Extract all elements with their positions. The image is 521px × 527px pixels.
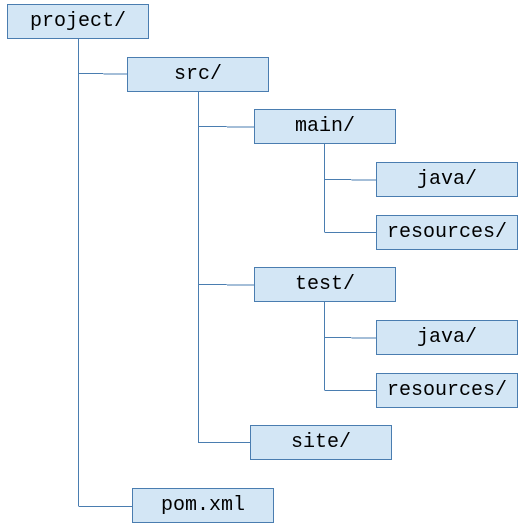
- file-pom-xml[interactable]: pom.xml: [132, 488, 274, 523]
- folder-site[interactable]: site/: [250, 425, 392, 460]
- folder-src[interactable]: src/: [127, 57, 269, 92]
- connector-src-test: [198, 284, 255, 286]
- folder-main-java[interactable]: java/: [376, 162, 518, 197]
- connector-src-main: [198, 126, 255, 128]
- folder-test-resources[interactable]: resources/: [376, 373, 518, 408]
- connector-project-src: [78, 73, 128, 75]
- folder-main-resources[interactable]: resources/: [376, 215, 518, 250]
- folder-test[interactable]: test/: [254, 267, 396, 302]
- connector-test-java: [324, 337, 378, 339]
- folder-main[interactable]: main/: [254, 109, 396, 144]
- connector-main-java: [324, 179, 378, 181]
- folder-test-java[interactable]: java/: [376, 320, 518, 355]
- folder-project[interactable]: project/: [7, 4, 149, 39]
